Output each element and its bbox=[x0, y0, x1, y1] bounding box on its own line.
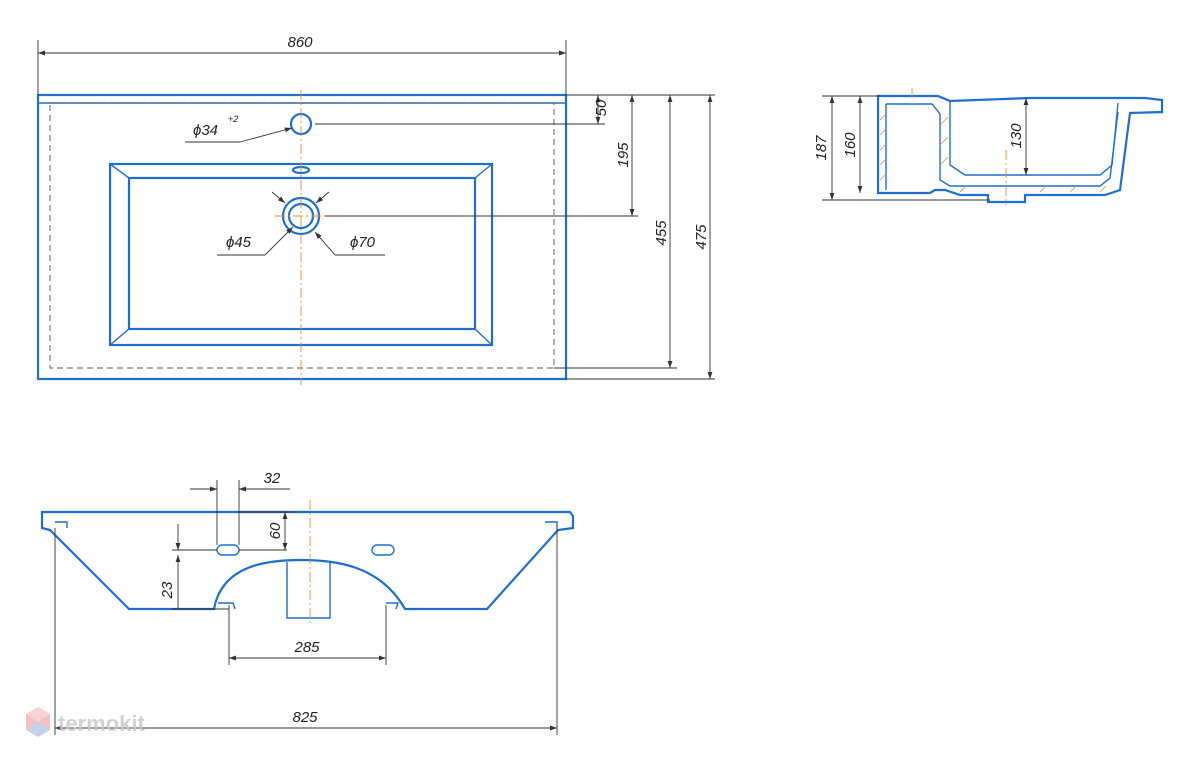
front-view: 32 60 23 285 825 bbox=[40, 470, 575, 735]
side-view: 187 160 130 bbox=[813, 88, 1164, 205]
dim-tap-offset: 50 bbox=[593, 99, 610, 116]
dim-depth-inner: 455 bbox=[653, 220, 670, 246]
dim-bottom-width: 825 bbox=[292, 709, 318, 726]
watermark-text: termokit bbox=[58, 711, 145, 736]
watermark: termokit bbox=[26, 707, 145, 737]
dim-slot-spacing: 285 bbox=[293, 639, 320, 656]
drain-dia-outer: ϕ70 bbox=[350, 234, 376, 251]
side-outline bbox=[876, 94, 1164, 204]
front-outline bbox=[40, 510, 575, 611]
dim-bowl-depth: 130 bbox=[1008, 123, 1025, 149]
dim-slot-width: 32 bbox=[264, 470, 281, 487]
dim-slot-offset: 23 bbox=[159, 581, 176, 599]
tap-hole-tol: +2 bbox=[228, 114, 238, 124]
dim-width: 860 bbox=[287, 34, 313, 51]
dim-slot-height: 60 bbox=[267, 522, 284, 539]
top-view: 860 50 195 455 475 ϕ34 +2 ϕ45 ϕ70 bbox=[36, 34, 715, 385]
dim-depth-total: 475 bbox=[693, 224, 710, 250]
overflow-slot-right bbox=[371, 544, 395, 556]
dim-height-total: 187 bbox=[813, 135, 830, 161]
overflow-slot-left bbox=[216, 544, 240, 556]
hexagon-logo-icon bbox=[26, 707, 50, 737]
dim-drain-offset: 195 bbox=[615, 142, 632, 168]
hidden-edge bbox=[49, 102, 555, 369]
dim-height-body: 160 bbox=[842, 132, 859, 158]
drain-dia-inner: ϕ45 bbox=[226, 234, 252, 251]
top-outline bbox=[36, 93, 568, 381]
bowl-inner bbox=[127, 176, 477, 331]
tap-hole-dia: ϕ34 bbox=[193, 122, 218, 139]
